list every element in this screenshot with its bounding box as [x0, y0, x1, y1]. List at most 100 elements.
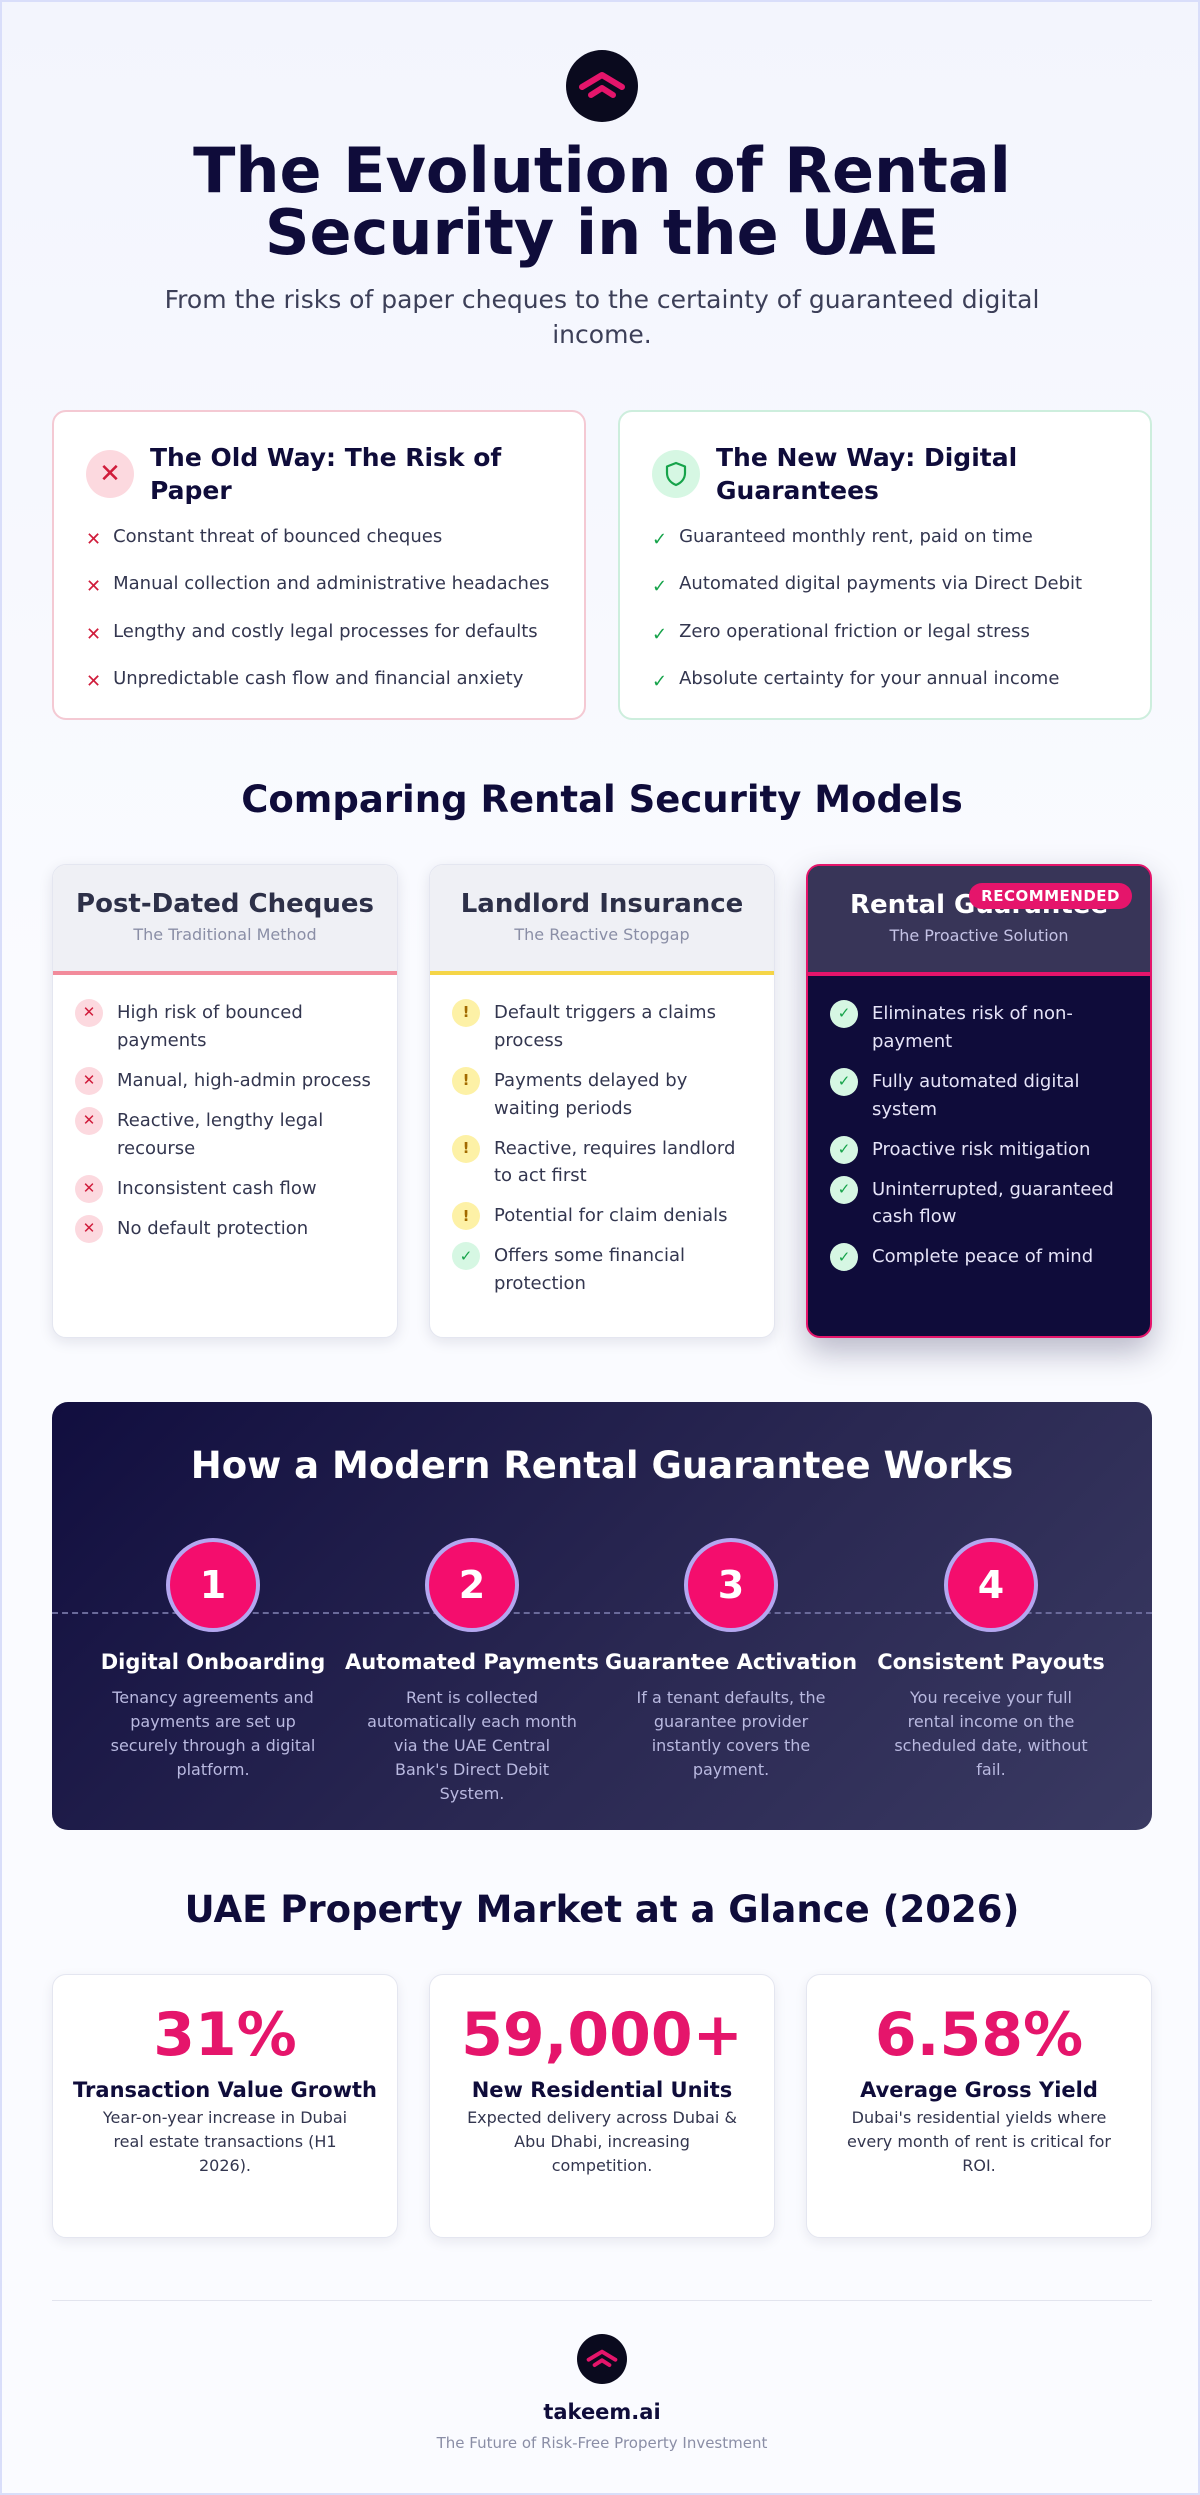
warning-icon: !: [452, 1202, 480, 1231]
model-card-cheques: Post-Dated Cheques The Traditional Metho…: [52, 864, 398, 1338]
footer-divider: [52, 2300, 1152, 2301]
check-icon: ✓: [652, 576, 668, 598]
list-item: ✓Eliminates risk of non-payment: [830, 1000, 1128, 1056]
step-2: 2 Automated Payments Rent is collected a…: [342, 1538, 602, 1806]
model-accent-line: [53, 971, 397, 975]
stat-card: 31% Transaction Value Growth Year-on-yea…: [52, 1974, 398, 2238]
list-item: ✕Manual, high-admin process: [75, 1066, 375, 1095]
x-icon: ✕: [75, 1174, 103, 1203]
x-icon: ✕: [75, 999, 103, 1027]
model-accent-line: [430, 971, 774, 975]
check-icon: ✓: [652, 671, 668, 693]
model-title: Landlord Insurance: [460, 889, 744, 919]
step-connector: [52, 1612, 1152, 1614]
footer-brand: takeem.ai: [543, 2400, 661, 2424]
how-title: How a Modern Rental Guarantee Works: [190, 1444, 1014, 1487]
stat-label: New Residential Units: [471, 2078, 733, 2102]
x-icon: ✕: [86, 450, 134, 498]
page-subtitle: From the risks of paper cheques to the c…: [164, 285, 1040, 349]
shield-icon: [652, 450, 700, 498]
step-text: Tenancy agreements and payments are set …: [110, 1688, 316, 1779]
x-icon: ✕: [86, 576, 102, 598]
stat-card: 6.58% Average Gross Yield Dubai's reside…: [806, 1974, 1152, 2238]
model-accent-line: [808, 972, 1150, 976]
list-item: ✓Automated digital payments via Direct D…: [652, 573, 1083, 598]
list-item: ✓Zero operational friction or legal stre…: [652, 620, 1030, 645]
list-item: ✕Manual collection and administrative he…: [86, 573, 550, 598]
step-title: Consistent Payouts: [877, 1650, 1105, 1674]
list-item: ✓Offers some financial protection: [452, 1242, 752, 1298]
warning-icon: !: [452, 1134, 480, 1163]
x-icon: ✕: [86, 671, 102, 693]
list-item: ✕Reactive, lengthy legal recourse: [75, 1106, 375, 1163]
step-title: Guarantee Activation: [604, 1650, 858, 1674]
stat-description: Dubai's residential yields where every m…: [847, 2108, 1111, 2176]
check-icon: ✓: [830, 1135, 858, 1164]
x-icon: ✕: [75, 1066, 103, 1095]
list-item: ✓Uninterrupted, guaranteed cash flow: [830, 1175, 1128, 1232]
step-title: Digital Onboarding: [100, 1650, 326, 1674]
old-way-card: ✕ The Old Way: The Risk of Paper ✕Consta…: [52, 410, 586, 720]
roof-logo-icon: [586, 2349, 618, 2367]
market-title: UAE Property Market at a Glance (2026): [184, 1888, 1020, 1931]
step-number: 3: [684, 1538, 778, 1632]
list-item: !Default triggers a claims process: [452, 999, 752, 1055]
recommended-badge: RECOMMENDED: [969, 883, 1132, 909]
list-item: ✕Lengthy and costly legal processes for …: [86, 620, 538, 645]
new-way-card: The New Way: Digital Guarantees ✓Guarant…: [618, 410, 1152, 720]
stat-description: Expected delivery across Dubai & Abu Dha…: [467, 2108, 737, 2176]
step-number: 4: [944, 1538, 1038, 1632]
x-icon: ✕: [86, 529, 102, 550]
x-icon: ✕: [75, 1214, 103, 1243]
list-item: ✕Inconsistent cash flow: [75, 1174, 375, 1203]
model-subtitle: The Reactive Stopgap: [514, 925, 690, 944]
list-item: ✓Guaranteed monthly rent, paid on time: [652, 526, 1033, 550]
step-1: 1 Digital Onboarding Tenancy agreements …: [83, 1538, 343, 1782]
warning-icon: !: [452, 999, 480, 1027]
step-4: 4 Consistent Payouts You receive your fu…: [861, 1538, 1121, 1782]
model-card-guarantee: Rental Guarantee The Proactive Solution …: [806, 864, 1152, 1338]
list-item: ✓Absolute certainty for your annual inco…: [652, 668, 1060, 693]
step-number: 2: [425, 1538, 519, 1632]
list-item: ✕High risk of bounced payments: [75, 999, 375, 1055]
new-way-title: The New Way: Digital Guarantees: [716, 443, 1018, 505]
footer-tagline: The Future of Risk-Free Property Investm…: [436, 2434, 768, 2452]
step-number: 1: [166, 1538, 260, 1632]
warning-icon: !: [452, 1066, 480, 1095]
stat-card: 59,000+ New Residential Units Expected d…: [429, 1974, 775, 2238]
check-icon: ✓: [652, 529, 668, 550]
step-text: Rent is collected automatically each mon…: [367, 1688, 577, 1803]
model-card-insurance: Landlord Insurance The Reactive Stopgap …: [429, 864, 775, 1338]
list-item: ✕No default protection: [75, 1214, 375, 1243]
list-item: ✓Proactive risk mitigation: [830, 1135, 1128, 1164]
check-icon: ✓: [452, 1242, 480, 1271]
list-item: !Potential for claim denials: [452, 1202, 752, 1231]
list-item: ✓Fully automated digital system: [830, 1067, 1128, 1124]
step-title: Automated Payments: [345, 1650, 599, 1674]
footer-logo: [577, 2334, 627, 2384]
stat-label: Average Gross Yield: [860, 2078, 1098, 2102]
model-title: Post-Dated Cheques: [76, 889, 374, 919]
stat-description: Year-on-year increase in Dubai real esta…: [102, 2108, 348, 2176]
stat-label: Transaction Value Growth: [73, 2078, 377, 2102]
check-icon: ✓: [830, 1067, 858, 1096]
stat-value: 59,000+: [461, 2000, 743, 2070]
list-item: ✕Constant threat of bounced cheques: [86, 526, 443, 550]
x-icon: ✕: [86, 623, 102, 645]
check-icon: ✓: [652, 623, 668, 645]
step-text: You receive your full rental income on t…: [894, 1688, 1088, 1779]
x-icon: ✕: [75, 1106, 103, 1135]
model-subtitle: The Proactive Solution: [889, 926, 1069, 945]
check-icon: ✓: [830, 1243, 858, 1272]
stat-value: 6.58%: [874, 2000, 1084, 2070]
stat-value: 31%: [153, 2000, 297, 2070]
step-3: 3 Guarantee Activation If a tenant defau…: [601, 1538, 861, 1782]
list-item: !Payments delayed by waiting periods: [452, 1066, 752, 1123]
check-icon: ✓: [830, 1175, 858, 1204]
list-item: ✕Unpredictable cash flow and financial a…: [86, 668, 524, 693]
comparison-title: Comparing Rental Security Models: [241, 778, 963, 821]
list-item: !Reactive, requires landlord to act firs…: [452, 1134, 752, 1191]
brand-logo: [566, 50, 638, 122]
old-way-title: The Old Way: The Risk of Paper: [150, 443, 502, 505]
